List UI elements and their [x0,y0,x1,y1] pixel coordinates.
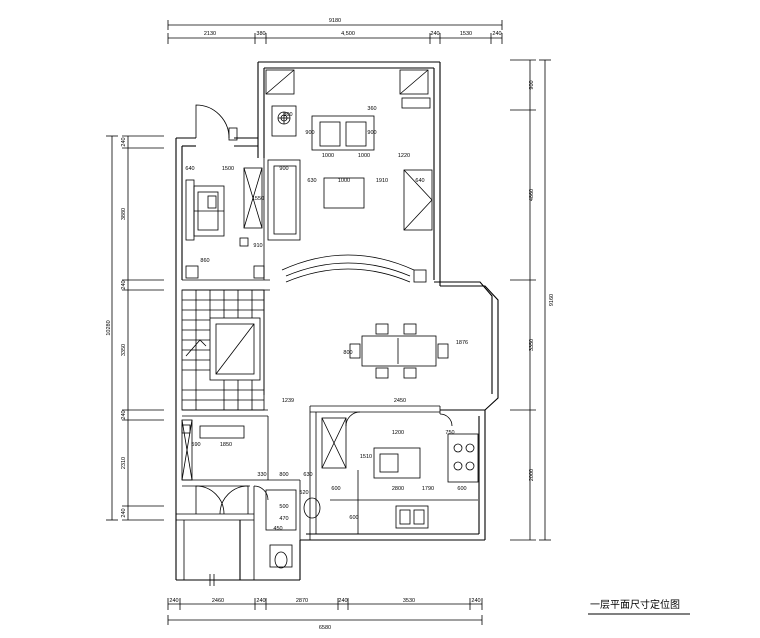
right-seg-4: 2000 [529,469,535,481]
right-dimension-lines [510,59,551,541]
left-seg-7: 240 [121,508,127,517]
dim-1876: 1876 [456,340,468,346]
bottom-seg-3: 240 [256,598,265,604]
dim-1000-c: 1000 [338,178,350,184]
dim-1510: 1510 [360,454,372,460]
bathroom [253,485,321,569]
dim-520: 520 [299,490,308,496]
dim-1200: 1200 [392,430,404,436]
dim-330: 330 [257,472,266,478]
top-seg-2: 380 [256,31,265,37]
dim-600-a: 600 [331,486,340,492]
left-seg-1: 240 [121,137,127,146]
staircase [181,289,265,411]
right-total-label: 9160 [549,294,555,306]
exterior-walls [175,61,499,581]
right-seg-3: 3350 [529,339,535,351]
kitchen [321,411,479,534]
dim-1550: 1550 [252,196,264,202]
dim-500: 500 [279,504,288,510]
bottom-seg-5: 240 [338,598,347,604]
foyer [181,419,249,515]
dim-1910: 1910 [376,178,388,184]
dim-800-c: 800 [279,472,288,478]
bottom-seg-1: 240 [169,598,178,604]
bottom-dimension-lines [167,598,483,625]
dim-1850: 1850 [220,442,232,448]
dim-1220: 1220 [398,153,410,159]
left-seg-6: 2310 [121,457,127,469]
dim-640: 640 [185,166,194,172]
right-seg-1: 900 [529,80,535,89]
bottom-seg-6: 3530 [403,598,415,604]
dim-1239: 1239 [282,398,294,404]
dim-360: 360 [367,106,376,112]
bedroom-furniture [185,167,263,279]
top-seg-4: 240 [430,31,439,37]
dim-900-a: 900 [279,166,288,172]
dim-630-b: 630 [303,472,312,478]
dim-2450: 2450 [394,398,406,404]
left-seg-2: 3880 [121,208,127,220]
top-seg-6: 240 [492,31,501,37]
dim-1000-a: 1000 [322,153,334,159]
dimension-labels: 9180 2130 380 4,500 240 1530 240 240 246… [106,18,555,631]
dim-900-c: 900 [367,130,376,136]
entry-door [195,104,238,141]
dim-630: 630 [307,178,316,184]
living-room-furniture [267,97,433,283]
dim-640-b: 640 [415,178,424,184]
dim-590: 590 [191,442,200,448]
dim-600-c: 600 [349,515,358,521]
left-dimension-lines [106,135,164,521]
bottom-seg-2: 2460 [212,598,224,604]
bottom-total-label: 6580 [319,625,331,631]
dim-800: 800 [283,112,292,118]
dim-1790: 1790 [422,486,434,492]
dim-600-b: 600 [457,486,466,492]
dim-1500: 1500 [222,166,234,172]
top-seg-3: 4,500 [341,31,355,37]
bottom-seg-7: 240 [471,598,480,604]
bottom-seg-4: 2870 [296,598,308,604]
dim-1000-b: 1000 [358,153,370,159]
left-seg-4: 3350 [121,344,127,356]
dim-470: 470 [279,516,288,522]
terrace-posts [183,520,215,586]
top-dimension-lines [167,20,503,44]
dim-910: 910 [253,243,262,249]
top-seg-1: 2130 [204,31,216,37]
top-seg-5: 1530 [460,31,472,37]
left-total-label: 10280 [106,320,112,335]
top-total-label: 9180 [329,18,341,24]
dim-450: 450 [273,526,282,532]
left-seg-3: 240 [121,280,127,289]
dim-800-b: 800 [343,350,352,356]
dim-2800: 2800 [392,486,404,492]
dim-900-b: 900 [305,130,314,136]
dim-750: 750 [445,430,454,436]
right-seg-2: 4860 [529,189,535,201]
drawing-title: 一层平面尺寸定位图 [590,598,680,611]
dining-table-set [349,323,449,379]
dim-860: 860 [200,258,209,264]
left-seg-5: 240 [121,410,127,419]
